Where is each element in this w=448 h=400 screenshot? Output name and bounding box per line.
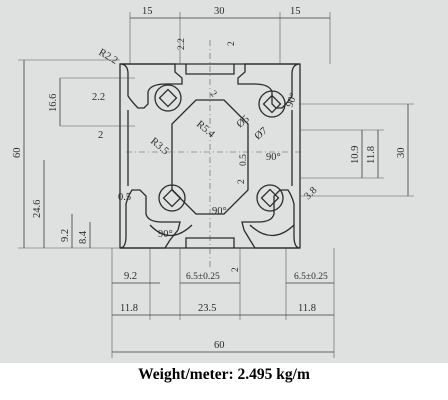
dim-hole-5: Ø5 [235, 114, 252, 131]
dim-top-slot: 2.2 [177, 38, 187, 50]
dim-radius-r22: R2.2 [97, 47, 120, 67]
dim-bottom-118-right: 11.8 [298, 303, 316, 314]
dim-right-109: 10.9 [350, 146, 361, 164]
hole-top-left [154, 84, 182, 112]
dim-bottom-235: 23.5 [198, 303, 216, 314]
dim-wall-2: 2 [98, 130, 103, 141]
center-cavity [171, 99, 249, 215]
dim-hole-7: Ø7 [253, 126, 270, 143]
profile-bottom-left [119, 189, 181, 249]
dim-r35: R3.5 [148, 136, 170, 157]
dim-overall-60-left: 60 [12, 148, 23, 159]
dim-angle-90-top: 90° [284, 91, 299, 109]
dim-overall-60-bottom: 60 [214, 340, 225, 351]
hole-square-tl [158, 88, 178, 108]
dim-angle-90-right: 90° [266, 152, 281, 163]
dim-tol-1: 6.5±0.25 [186, 272, 220, 282]
dim-2-mid: 2 [208, 89, 219, 100]
dim-left-166: 16.6 [48, 94, 59, 112]
dim-angle-90-center: 90° [212, 206, 227, 217]
dim-05-left: 0.5 [118, 192, 131, 203]
dim-top-30: 30 [214, 6, 225, 17]
profile-top-right [237, 63, 301, 109]
dim-top-15-left: 15 [142, 6, 153, 17]
dim-r54: R5.4 [194, 119, 217, 141]
slot-bottom-right [249, 224, 295, 237]
dim-bottom-92: 9.2 [124, 271, 137, 282]
dim-top-depth: 2 [227, 41, 237, 46]
slot-bottom-left [149, 224, 193, 237]
dim-wall-05: 0.5 [239, 154, 249, 166]
dim-bottom-gap: 2 [231, 267, 241, 272]
technical-drawing: 15 30 15 2.2 2 R2.2 16.6 2.2 R5.4 2 R3.5… [0, 0, 448, 363]
hole-square-bl [162, 188, 182, 208]
dim-bottom-118-left: 11.8 [120, 303, 138, 314]
hole-bottom-left [158, 184, 186, 212]
dim-top-15-right: 15 [290, 6, 301, 17]
profile-outline [119, 63, 183, 109]
dim-2-b: 2 [237, 179, 247, 184]
dim-right-118: 11.8 [366, 146, 377, 164]
weight-caption: Weight/meter: 2.495 kg/m [138, 366, 310, 383]
hole-square-br [260, 188, 280, 208]
dim-angle-90-bottom: 90° [158, 229, 173, 240]
dim-tol-2: 6.5±0.25 [294, 272, 328, 282]
dim-92-left: 9.2 [60, 229, 71, 242]
profile-frame [119, 63, 301, 249]
dim-38: 3.8 [302, 185, 319, 202]
profile-bottom-right [241, 189, 301, 249]
dim-84: 8.4 [78, 230, 89, 244]
dim-right-30: 30 [396, 148, 407, 159]
hole-square-tr [262, 94, 282, 114]
dim-left-22: 2.2 [92, 92, 105, 103]
hole-top-right [258, 90, 286, 118]
dim-246: 24.6 [32, 200, 43, 218]
hole-bottom-right [256, 184, 284, 212]
